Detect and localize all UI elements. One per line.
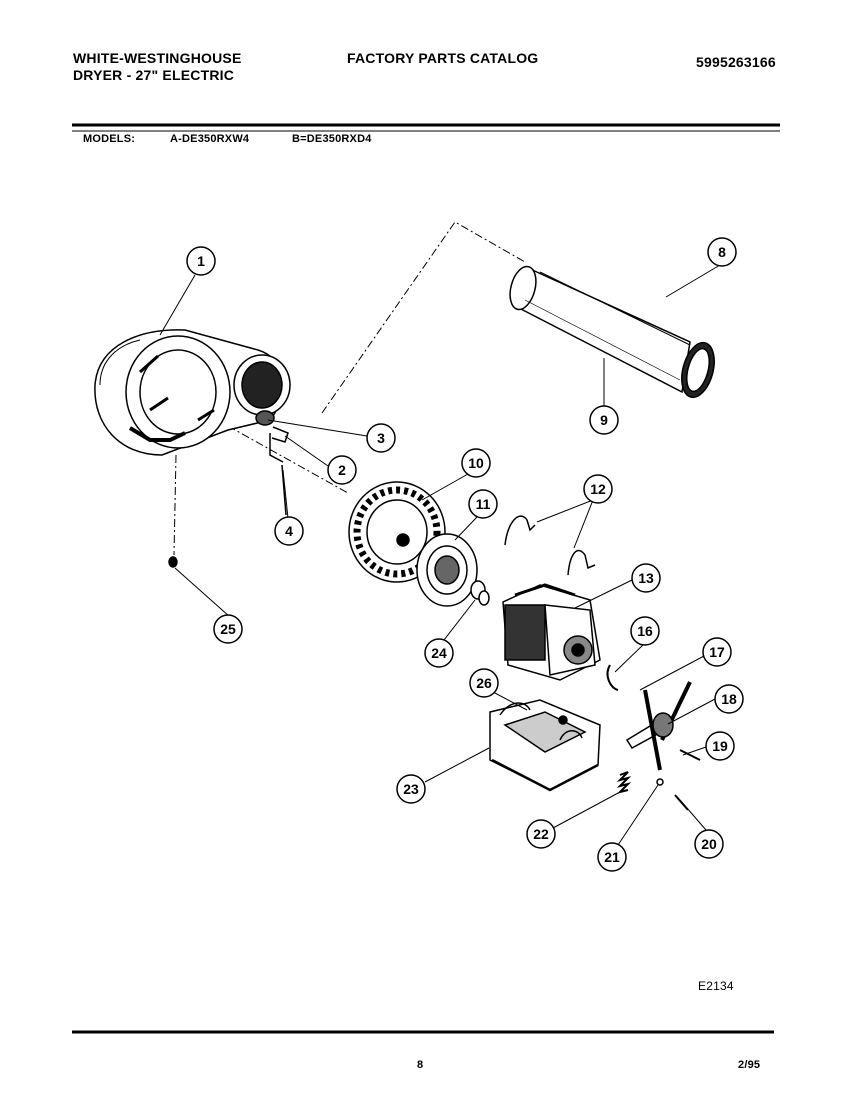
svg-text:3: 3 — [377, 430, 385, 446]
callout-4: 4 — [274, 516, 304, 546]
callout-23: 23 — [396, 774, 426, 804]
drive-motor-part — [502, 583, 601, 681]
seal-plate-part — [416, 533, 490, 607]
svg-text:11: 11 — [476, 496, 491, 512]
callout-16: 16 — [630, 616, 660, 646]
svg-text:22: 22 — [533, 826, 549, 842]
callout-2: 2 — [327, 455, 357, 485]
svg-text:18: 18 — [721, 691, 737, 707]
models-label: MODELS: — [83, 133, 136, 145]
model-b: B=DE350RXD4 — [292, 133, 372, 145]
callout-group: 1 2 3 4 8 9 10 11 12 13 16 17 18 19 20 2… — [186, 237, 744, 872]
svg-text:26: 26 — [476, 675, 492, 691]
callout-22: 22 — [526, 819, 556, 849]
screw-part — [168, 556, 178, 568]
svg-text:1: 1 — [197, 253, 205, 269]
svg-text:20: 20 — [701, 836, 717, 852]
header-rules — [72, 123, 780, 132]
callout-25: 25 — [213, 614, 243, 644]
svg-text:13: 13 — [638, 570, 654, 586]
callout-20: 20 — [694, 829, 724, 859]
callout-12: 12 — [583, 474, 613, 504]
callout-11: 11 — [468, 489, 498, 519]
brand-title: WHITE-WESTINGHOUSE — [73, 50, 242, 66]
catalog-title: FACTORY PARTS CATALOG — [347, 50, 539, 66]
svg-text:17: 17 — [709, 644, 725, 660]
revision-date: 2/95 — [738, 1059, 761, 1071]
catalog-number: 5995263166 — [696, 54, 776, 70]
callout-24: 24 — [424, 638, 454, 668]
leader-lines — [159, 264, 721, 846]
callout-9: 9 — [589, 405, 619, 435]
exhaust-duct-part — [509, 265, 715, 399]
figure-code: E2134 — [698, 979, 734, 993]
spring-clip-part — [606, 664, 619, 691]
callout-17: 17 — [702, 637, 732, 667]
callout-1: 1 — [186, 246, 216, 276]
product-title: DRYER - 27" ELECTRIC — [73, 67, 235, 83]
svg-text:19: 19 — [712, 738, 728, 754]
svg-text:8: 8 — [718, 244, 726, 260]
svg-text:21: 21 — [604, 849, 620, 865]
callout-19: 19 — [705, 731, 735, 761]
page-number: 8 — [417, 1059, 424, 1071]
callout-18: 18 — [714, 684, 744, 714]
svg-text:2: 2 — [338, 462, 346, 478]
assembly-guide-lines — [173, 221, 526, 556]
blower-housing-part — [94, 329, 291, 456]
svg-text:23: 23 — [403, 781, 419, 797]
svg-text:24: 24 — [431, 645, 447, 661]
svg-text:10: 10 — [468, 455, 484, 471]
svg-text:16: 16 — [637, 623, 653, 639]
svg-text:9: 9 — [600, 412, 608, 428]
svg-text:4: 4 — [285, 523, 293, 539]
callout-13: 13 — [631, 563, 661, 593]
callout-3: 3 — [366, 423, 396, 453]
callout-26: 26 — [469, 668, 499, 698]
idler-spring-part — [616, 771, 632, 794]
idler-assembly-part — [625, 681, 701, 811]
callout-10: 10 — [461, 448, 491, 478]
callout-8: 8 — [707, 237, 737, 267]
clip-and-bracket-parts — [255, 410, 289, 516]
model-a: A-DE350RXW4 — [170, 133, 250, 145]
svg-text:25: 25 — [220, 621, 236, 637]
callout-21: 21 — [597, 842, 627, 872]
motor-mount-part — [489, 699, 601, 792]
svg-text:12: 12 — [590, 481, 606, 497]
motor-clamp-parts — [504, 515, 596, 576]
